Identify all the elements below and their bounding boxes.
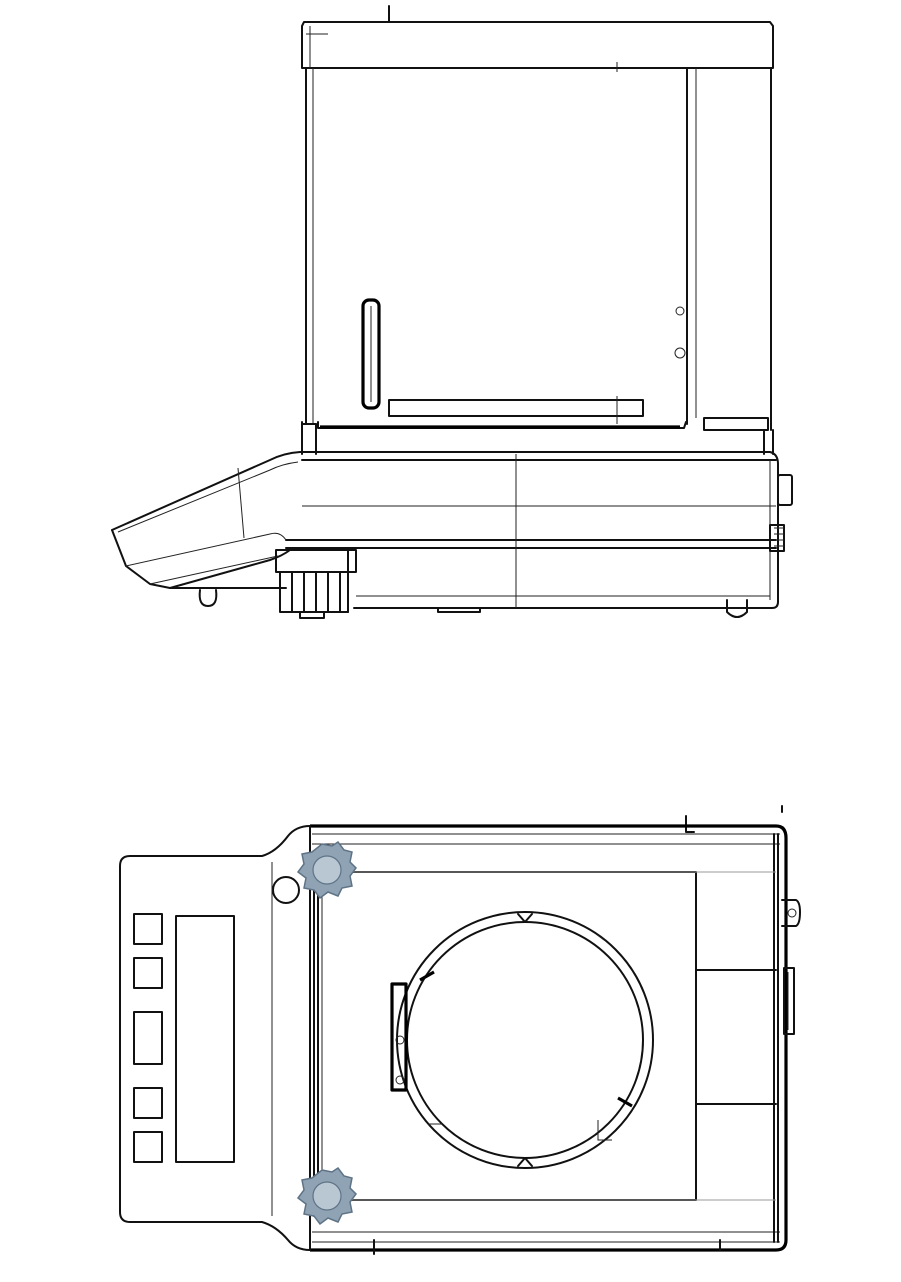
display-panel (133, 913, 235, 1163)
pan-bracket (390, 982, 408, 1092)
top-tab (685, 815, 695, 833)
door-handle (361, 298, 381, 410)
level-bubble (272, 876, 300, 904)
draft-shield-top-cap (301, 21, 774, 72)
rear-connector (769, 524, 785, 552)
weighing-pan (396, 911, 654, 1169)
display-screen (175, 915, 235, 1163)
key-4[interactable] (133, 1087, 163, 1119)
draft-shield-door (305, 67, 772, 431)
bottom-pad (437, 607, 481, 613)
side-view (111, 5, 793, 619)
leveling-foot-side (275, 547, 357, 619)
key-1[interactable] (133, 913, 163, 945)
key-5[interactable] (133, 1131, 163, 1163)
rear-button (777, 474, 793, 506)
top-view (119, 805, 801, 1255)
key-2[interactable] (133, 957, 163, 989)
front-foot (198, 589, 218, 607)
key-3[interactable] (133, 1011, 163, 1065)
display-console (111, 451, 301, 607)
rear-foot (726, 599, 748, 618)
leveling-foot-top (296, 840, 357, 900)
side-knob (781, 899, 801, 1035)
door-rail (388, 396, 644, 424)
housing-outline (119, 824, 788, 1255)
balance-body (285, 451, 793, 618)
leveling-foot-bottom (296, 1166, 357, 1226)
inner-chamber (313, 859, 777, 1217)
chamber-floor (301, 417, 774, 455)
